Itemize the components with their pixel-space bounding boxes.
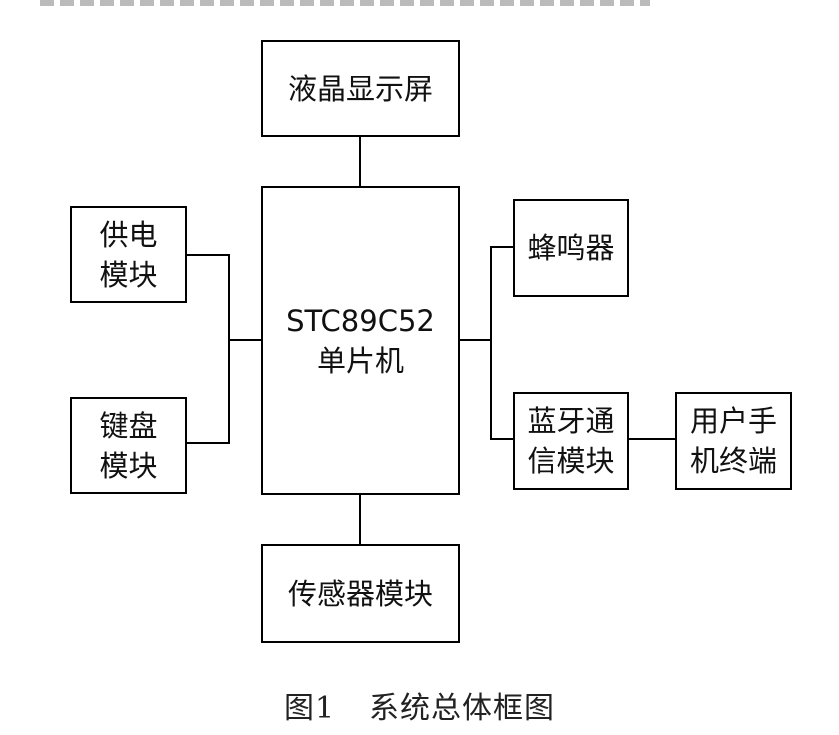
cropped-text-strip xyxy=(40,0,650,6)
mcu-label-model: STC89C52 xyxy=(286,303,435,338)
connector-bluetooth-phone xyxy=(628,438,676,440)
lcd-label: 液晶显示屏 xyxy=(287,71,433,106)
connector-left-to-mcu xyxy=(228,339,262,341)
connector-keyboard-horizontal xyxy=(186,442,229,444)
connector-bluetooth-horizontal xyxy=(490,438,514,440)
connector-power-horizontal xyxy=(186,254,229,256)
connector-left-bus xyxy=(228,254,230,444)
figure-caption: 图1 系统总体框图 xyxy=(0,683,839,727)
figure-title: 系统总体框图 xyxy=(369,691,556,726)
bluetooth-label-line1: 蓝牙通 xyxy=(527,404,615,438)
keyboard-label-line2: 模块 xyxy=(99,448,158,483)
mcu-label-type: 单片机 xyxy=(316,343,404,378)
keyboard-module-box: 键盘 模块 xyxy=(70,397,187,494)
sensor-label: 传感器模块 xyxy=(287,576,433,611)
bluetooth-module-box: 蓝牙通 信模块 xyxy=(513,392,629,490)
power-label-line2: 模块 xyxy=(99,257,158,292)
keyboard-label-line1: 键盘 xyxy=(99,408,158,443)
connector-mcu-sensor xyxy=(359,493,361,545)
sensor-module-box: 传感器模块 xyxy=(261,544,460,643)
mcu-box: STC89C52 单片机 xyxy=(261,186,460,495)
bluetooth-label-line2: 信模块 xyxy=(527,444,615,478)
connector-right-bus xyxy=(490,246,492,440)
user-phone-box: 用户手 机终端 xyxy=(675,392,792,490)
connector-lcd-mcu xyxy=(359,136,361,188)
buzzer-label: 蜂鸣器 xyxy=(527,231,615,265)
connector-mcu-to-right-bus xyxy=(459,339,491,341)
lcd-box: 液晶显示屏 xyxy=(261,40,460,137)
connector-buzzer-horizontal xyxy=(490,246,514,248)
power-module-box: 供电 模块 xyxy=(70,206,187,303)
buzzer-box: 蜂鸣器 xyxy=(513,199,629,297)
user-phone-label-line2: 机终端 xyxy=(689,444,777,478)
figure-number: 图1 xyxy=(283,691,336,726)
user-phone-label-line1: 用户手 xyxy=(689,404,777,438)
power-label-line1: 供电 xyxy=(99,217,158,252)
